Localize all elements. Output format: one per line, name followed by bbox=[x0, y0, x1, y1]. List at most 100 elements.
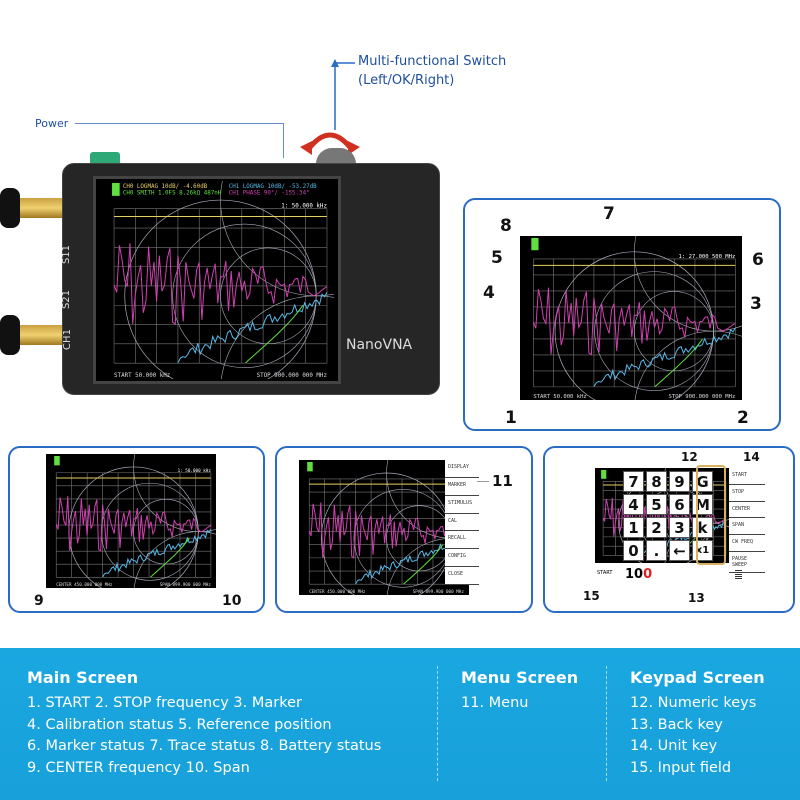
switch-arrows bbox=[300, 59, 360, 155]
trace-magenta bbox=[55, 496, 212, 552]
battery-icon bbox=[531, 238, 539, 251]
menu-item-pause-sweep[interactable]: PAUSE SWEEP bbox=[729, 552, 765, 573]
key-2[interactable]: 2 bbox=[646, 517, 667, 538]
label-8: 8 bbox=[500, 216, 512, 236]
stop-frequency: STOP 900.000 000 MHz bbox=[257, 373, 327, 379]
legend-line: 9. CENTER frequency 10. Span bbox=[27, 759, 250, 776]
battery-icon bbox=[54, 456, 60, 466]
legend-main-title: Main Screen bbox=[27, 668, 139, 687]
menu-item-marker[interactable]: MARKER bbox=[445, 478, 479, 496]
label-9: 9 bbox=[34, 593, 44, 609]
marker-status: 1: 27.000 500 MHz bbox=[679, 254, 736, 260]
label-15: 15 bbox=[583, 589, 600, 603]
battery-icon bbox=[112, 183, 120, 196]
smith-circle bbox=[100, 482, 199, 581]
label-12: 12 bbox=[681, 450, 698, 464]
key-6[interactable]: 6 bbox=[669, 494, 690, 515]
battery-icon bbox=[307, 462, 313, 472]
trace-green bbox=[245, 305, 304, 364]
smith-circle bbox=[133, 499, 199, 565]
legend-line: 11. Menu bbox=[461, 695, 529, 711]
legend-line: 15. Input field bbox=[630, 759, 732, 776]
keypad-screen-panel: 7 8 9 G 4 5 6 M 1 2 3 k 0 . ← x1 START S… bbox=[543, 446, 795, 613]
label-1: 1 bbox=[505, 408, 517, 428]
menu-item-center[interactable]: CENTER bbox=[729, 502, 765, 519]
menu-item-span[interactable]: SPAN bbox=[729, 518, 765, 536]
menu-item-display[interactable]: DISPLAY bbox=[445, 460, 479, 478]
trace-status-ch0: CH0 LOGMAG 10dB/ -4.60dB bbox=[123, 184, 208, 190]
switch-label-line2: (Left/OK/Right) bbox=[358, 73, 455, 88]
trace-green bbox=[150, 537, 190, 578]
key-0[interactable]: 0 bbox=[623, 540, 644, 561]
menu-item-stop[interactable]: STOP bbox=[729, 485, 765, 502]
key-3[interactable]: 3 bbox=[669, 517, 690, 538]
start-frequency: CENTER 450.000 000 MHz bbox=[309, 589, 366, 595]
back-key[interactable]: ← bbox=[669, 540, 690, 561]
smith-arc bbox=[221, 295, 334, 379]
legend-menu-title: Menu Screen bbox=[461, 668, 579, 687]
legend-line: 6. Marker status 7. Trace status 8. Batt… bbox=[27, 738, 382, 754]
input-field[interactable]: 100 bbox=[625, 567, 652, 582]
stop-frequency: SPAN 899.900 000 MHz bbox=[413, 589, 465, 595]
key-dot[interactable]: . bbox=[646, 540, 667, 561]
port-label-s21: S21 bbox=[61, 289, 73, 310]
label-6: 6 bbox=[752, 250, 764, 270]
power-leader-line bbox=[75, 123, 283, 124]
battery-icon bbox=[601, 470, 607, 479]
trace-magenta bbox=[532, 287, 736, 356]
start-frequency: START 50.000 kHz bbox=[114, 373, 170, 379]
key-1[interactable]: 1 bbox=[623, 517, 644, 538]
power-label: Power bbox=[35, 117, 69, 130]
brand-label: NanoVNA bbox=[346, 337, 413, 353]
menu-item-stimulus[interactable]: STIMULUS bbox=[445, 496, 479, 514]
key-5[interactable]: 5 bbox=[646, 494, 667, 515]
keypad-side-menu: START STOP CENTER SPAN CW FREQ PAUSE SWE… bbox=[729, 468, 765, 573]
label-4: 4 bbox=[483, 283, 495, 303]
label-11: 11 bbox=[492, 472, 513, 490]
menu-item-cw-freq[interactable]: CW FREQ bbox=[729, 535, 765, 552]
cable-ch1 bbox=[0, 315, 20, 355]
menu-item-config[interactable]: CONFIG bbox=[445, 549, 479, 568]
legend-keypad: Keypad Screen 12. Numeric keys 13. Back … bbox=[630, 668, 765, 779]
label-5: 5 bbox=[491, 248, 503, 268]
numeric-keypad: 7 8 9 G 4 5 6 M 1 2 3 k 0 . ← x1 bbox=[623, 471, 713, 561]
smith-circle bbox=[353, 489, 453, 588]
keyboard-icon bbox=[735, 570, 742, 580]
side-menu: DISPLAY MARKER STIMULUS CAL RECALL CONFI… bbox=[445, 460, 479, 586]
key-4[interactable]: 4 bbox=[623, 494, 644, 515]
trace-green bbox=[654, 338, 703, 387]
label-3: 3 bbox=[750, 294, 762, 314]
trace-status-ch0-smith: CH0 SMITH 1.0FS 8.26kΩ 487nH bbox=[123, 191, 222, 197]
power-leader-line-vertical bbox=[283, 123, 284, 158]
menu-item-start[interactable]: START bbox=[729, 468, 765, 485]
menu-item-recall[interactable]: RECALL bbox=[445, 531, 479, 550]
input-field-label: START bbox=[597, 570, 613, 576]
start-frequency: START 50.000 kHz bbox=[533, 394, 586, 400]
key-7[interactable]: 7 bbox=[623, 471, 644, 492]
label-2: 2 bbox=[737, 408, 749, 428]
trace-status-ch1: CH1 LOGMAG 10dB/ -53.27dB bbox=[229, 184, 317, 190]
power-switch[interactable] bbox=[90, 152, 120, 166]
legend-band: Main Screen 1. START 2. STOP frequency 3… bbox=[0, 648, 800, 800]
legend-line: 4. Calibration status 5. Reference posit… bbox=[27, 716, 332, 733]
multi-function-switch[interactable] bbox=[316, 148, 356, 164]
legend-keypad-title: Keypad Screen bbox=[630, 668, 765, 687]
menu-item-close[interactable]: CLOSE bbox=[445, 567, 479, 586]
key-9[interactable]: 9 bbox=[669, 471, 690, 492]
marker-status: 1: 50.000 kHz bbox=[281, 204, 327, 210]
trace-cyan bbox=[102, 529, 212, 578]
legend-line: 13. Back key bbox=[630, 716, 723, 733]
label-10: 10 bbox=[222, 593, 242, 609]
rotate-arrow-icon bbox=[305, 132, 355, 152]
trace-cyan bbox=[177, 292, 328, 364]
port-label-ch1: CH1 bbox=[61, 329, 73, 350]
start-frequency: CENTER 450.000 000 MHz bbox=[56, 582, 113, 588]
menu-item-cal[interactable]: CAL bbox=[445, 514, 479, 532]
legend-line: 1. START 2. STOP frequency 3. Marker bbox=[27, 695, 302, 711]
trace-cyan bbox=[593, 327, 736, 387]
legend-line: 12. Numeric keys bbox=[630, 695, 757, 711]
key-8[interactable]: 8 bbox=[646, 471, 667, 492]
